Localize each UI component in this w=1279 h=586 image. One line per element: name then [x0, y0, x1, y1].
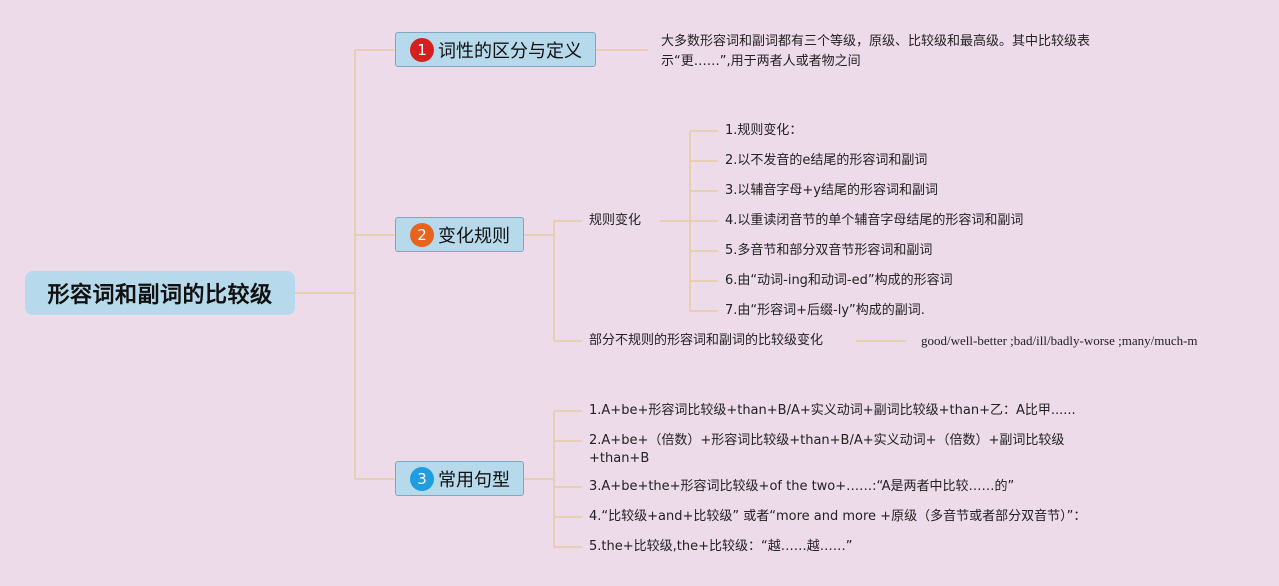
regular-rule-item[interactable]: 2.以不发音的e结尾的形容词和副词: [725, 153, 928, 168]
regular-rule-item[interactable]: 3.以辅音字母+y结尾的形容词和副词: [725, 183, 938, 198]
irregular-change-node[interactable]: 部分不规则的形容词和副词的比较级变化: [589, 333, 824, 348]
root-topic[interactable]: 形容词和副词的比较级: [25, 271, 295, 315]
pattern-item[interactable]: 3.A+be+the+形容词比较级+of the two+……:“A是两者中比较…: [589, 479, 1015, 494]
regular-rule-item[interactable]: 5.多音节和部分双音节形容词和副词: [725, 243, 933, 258]
branch-label: 变化规则: [438, 225, 510, 247]
pattern-item[interactable]: 1.A+be+形容词比较级+than+B/A+实义动词+副词比较级+than+乙…: [589, 403, 1076, 418]
branch-definition[interactable]: 1 词性的区分与定义: [395, 32, 596, 67]
pattern-item[interactable]: 2.A+be+（倍数）+形容词比较级+than+B/A+实义动词+（倍数）+副词…: [589, 433, 1065, 466]
definition-text[interactable]: 大多数形容词和副词都有三个等级，原级、比较级和最高级。其中比较级表示“更……”,…: [661, 34, 1091, 69]
pattern-item[interactable]: 5.the+比较级,the+比较级：“越……越……”: [589, 539, 853, 554]
root-topic-title: 形容词和副词的比较级: [47, 283, 273, 308]
irregular-change-detail[interactable]: good/well-better ;bad/ill/badly-worse ;m…: [921, 333, 1198, 348]
branch-number-badge: 1: [410, 37, 434, 62]
pattern-item[interactable]: 4.“比较级+and+比较级” 或者“more and more +原级（多音节…: [589, 509, 1087, 524]
regular-rule-item[interactable]: 7.由“形容词+后缀-ly”构成的副词.: [725, 303, 925, 318]
branch-sentence-patterns[interactable]: 3 常用句型: [395, 461, 524, 496]
regular-rule-item[interactable]: 6.由“动词-ing和动词-ed”构成的形容词: [725, 273, 953, 288]
branch-change-rules[interactable]: 2 变化规则: [395, 217, 524, 252]
regular-rule-item[interactable]: 4.以重读闭音节的单个辅音字母结尾的形容词和副词: [725, 213, 1024, 228]
branch-label: 常用句型: [438, 469, 510, 491]
branch-label: 词性的区分与定义: [438, 40, 582, 62]
regular-change-node[interactable]: 规则变化: [589, 213, 642, 228]
branch-number-badge: 2: [410, 222, 434, 247]
regular-rule-item[interactable]: 1.规则变化：: [725, 123, 803, 138]
branch-number-badge: 3: [410, 466, 434, 491]
